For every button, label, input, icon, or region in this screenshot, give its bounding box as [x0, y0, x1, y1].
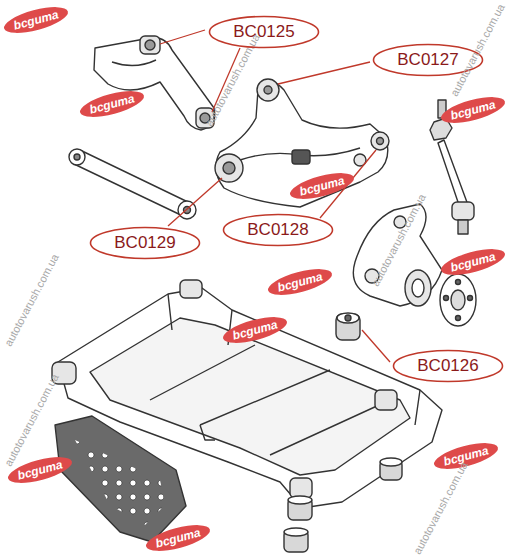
upper-control-arm: [94, 36, 215, 130]
part-number: BC0128: [222, 220, 334, 240]
brand-logo: bcguma: [266, 264, 335, 300]
lower-wishbone: [215, 79, 389, 207]
watermark: autotovarush.com.ua: [2, 252, 61, 348]
watermark: autotovarush.com.ua: [2, 372, 61, 468]
trailing-link: [69, 149, 196, 219]
leader-lines: [160, 30, 390, 362]
part-number: BC0129: [89, 233, 201, 253]
brand-logo: bcguma: [2, 2, 71, 38]
callout-bubble: BC0128: [222, 213, 334, 247]
leader-line: [168, 178, 222, 226]
brand-logo: bcguma: [438, 244, 507, 280]
callout-bubble: BC0126: [392, 349, 504, 383]
mounting-plate: [55, 416, 186, 542]
callout-bubble: BC0125: [208, 15, 320, 49]
part-number: BC0126: [392, 356, 504, 376]
knuckle-bushing: [336, 313, 360, 340]
callout-bubble: BC0129: [89, 226, 201, 260]
part-number: BC0125: [208, 22, 320, 42]
leader-line: [362, 330, 390, 362]
leader-line: [278, 62, 370, 84]
watermark: autotovarush.com.ua: [203, 32, 262, 128]
subframe-bushings: [284, 458, 402, 552]
brand-logo: bcguma: [438, 92, 507, 128]
brand-logo: bcguma: [78, 86, 147, 122]
leader-line: [160, 30, 205, 44]
watermark: autotovarush.com.ua: [411, 460, 470, 556]
